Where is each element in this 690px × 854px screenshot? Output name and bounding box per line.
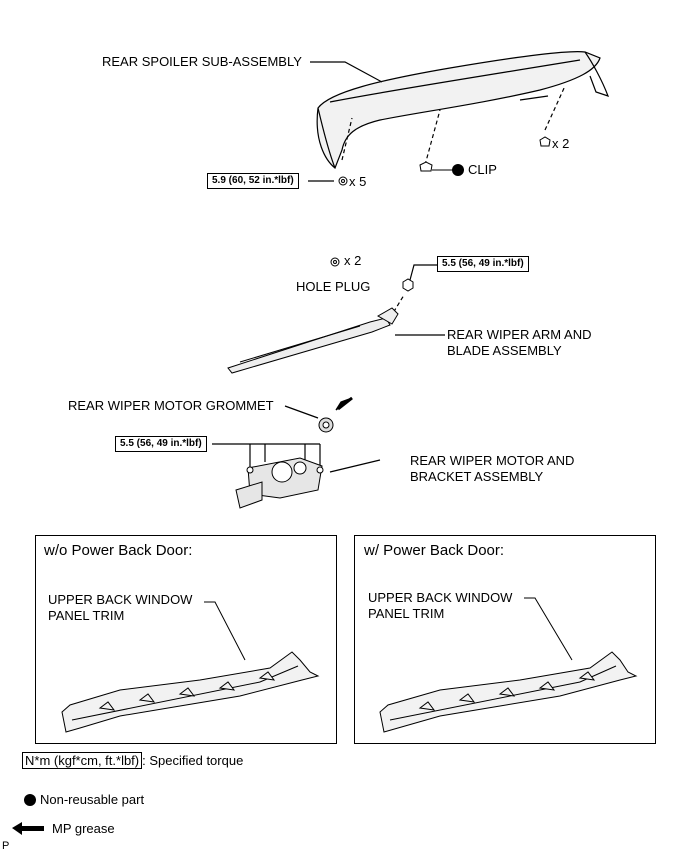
clip-label: CLIP <box>468 162 497 177</box>
rear-spoiler-label: REAR SPOILER SUB-ASSEMBLY <box>102 54 302 69</box>
torque-unit-box: N*m (kgf*cm, ft.*lbf) <box>22 752 143 769</box>
right-panel-title: w/ Power Back Door: <box>364 542 505 559</box>
panel-without-power-door <box>35 535 337 744</box>
nut-count-label: x 5 <box>349 174 367 189</box>
rear-spoiler-drawing <box>316 51 610 169</box>
legend-non-reusable: Non-reusable part <box>24 792 144 808</box>
wiper-arm-drawing <box>227 307 399 374</box>
grommet-label: REAR WIPER MOTOR GROMMET <box>68 398 274 413</box>
legend-grease: MP grease <box>52 821 115 836</box>
torque-arm-label: 5.5 (56, 49 in.*lbf) <box>437 256 529 272</box>
torque-motor-label: 5.5 (56, 49 in.*lbf) <box>115 436 207 452</box>
torque-desc: : Specified torque <box>142 753 244 768</box>
hole-plug-label: HOLE PLUG <box>296 279 371 294</box>
right-trim-label: UPPER BACK WINDOW PANEL TRIM <box>368 590 513 621</box>
wiper-motor-label: REAR WIPER MOTOR AND BRACKET ASSEMBLY <box>410 453 575 484</box>
left-trim-drawing <box>61 651 320 733</box>
left-trim-label: UPPER BACK WINDOW PANEL TRIM <box>48 592 193 623</box>
grease-arrow-icon <box>12 822 44 835</box>
right-trim-drawing <box>379 651 638 733</box>
left-panel-title: w/o Power Back Door: <box>44 542 193 559</box>
clip-count-label: x 2 <box>552 136 570 151</box>
wiper-motor-drawing <box>235 457 324 509</box>
corner-mark: P <box>2 840 10 852</box>
wiper-arm-label: REAR WIPER ARM AND BLADE ASSEMBLY <box>447 327 592 358</box>
legend-torque: N*m (kgf*cm, ft.*lbf): Specified torque <box>22 752 244 769</box>
panel-with-power-door <box>354 535 656 744</box>
non-reusable-dot-icon <box>24 794 36 806</box>
hole-plug-count-label: x 2 <box>344 253 362 268</box>
torque-spoiler-label: 5.9 (60, 52 in.*lbf) <box>207 173 299 189</box>
